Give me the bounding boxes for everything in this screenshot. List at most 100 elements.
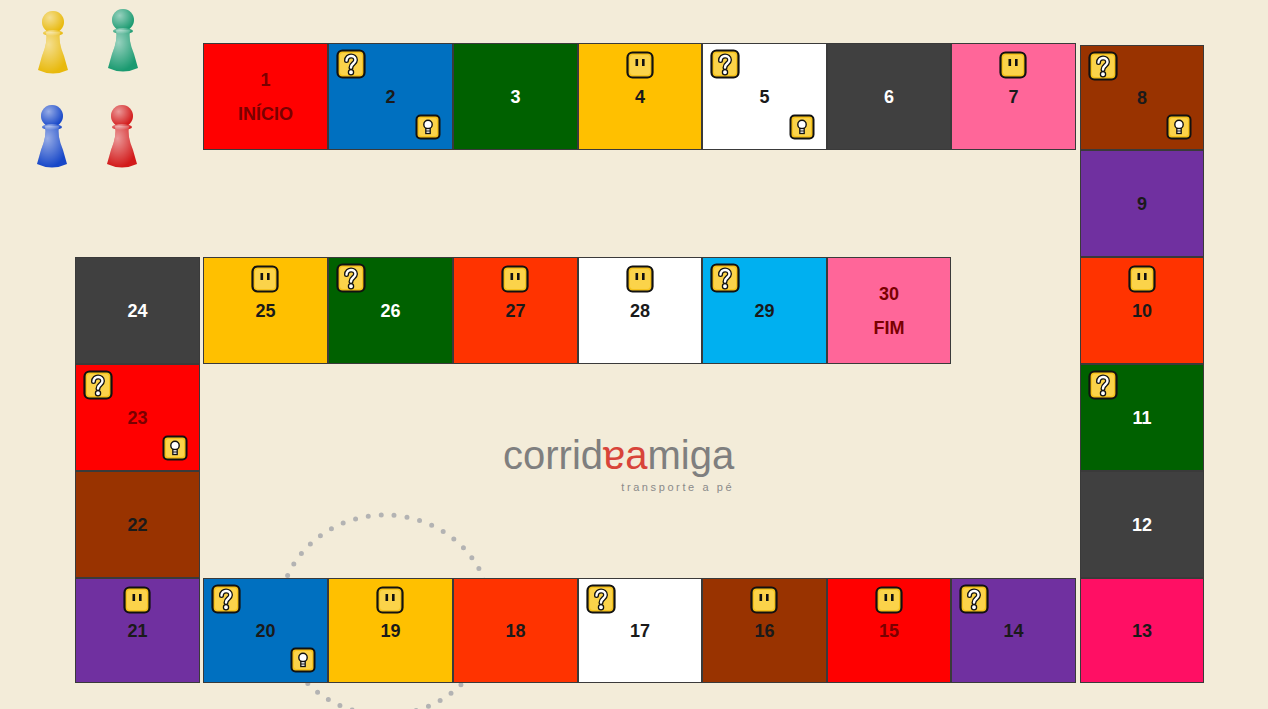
question-icon	[1090, 372, 1117, 399]
green-pawn	[108, 9, 138, 72]
board-square: 25	[203, 257, 328, 364]
square-number: 4	[635, 86, 645, 108]
board-square: 2	[328, 43, 453, 150]
board-square: 26	[328, 257, 453, 364]
square-number: 24	[127, 300, 147, 322]
square-number: 25	[255, 300, 275, 322]
blue-pawn	[37, 105, 67, 168]
square-number: 17	[630, 620, 650, 642]
logo-wordmark: corridɐamiga	[503, 432, 734, 478]
question-icon	[588, 586, 615, 613]
board-square: 19	[328, 578, 453, 683]
logo-text: ɐa	[603, 433, 648, 477]
board-square: 16	[702, 578, 827, 683]
question-icon	[961, 586, 988, 613]
square-number: 9	[1137, 193, 1147, 215]
bulb-icon	[292, 649, 315, 672]
question-icon	[1090, 53, 1117, 80]
board-square: 3	[453, 43, 578, 150]
board-square: 21	[75, 578, 200, 683]
face-icons	[125, 53, 1155, 613]
square-number: 15	[879, 620, 899, 642]
board-square: 22	[75, 471, 200, 578]
square-number: 28	[630, 300, 650, 322]
board-square: 10	[1080, 257, 1204, 364]
board-square: 7	[951, 43, 1076, 150]
bulb-icon	[164, 437, 187, 460]
square-number: 8	[1137, 87, 1147, 109]
board-square: 17	[578, 578, 702, 683]
yellow-pawn	[38, 11, 68, 74]
board-square: 6	[827, 43, 951, 150]
red-pawn	[107, 105, 137, 168]
square-label: FIM	[874, 317, 905, 339]
square-label: INÍCIO	[238, 103, 293, 125]
square-number: 16	[754, 620, 774, 642]
board-square: 11	[1080, 364, 1204, 471]
board-square: 14	[951, 578, 1076, 683]
face-icon	[1001, 53, 1026, 78]
face-icon	[628, 53, 653, 78]
square-number: 23	[127, 407, 147, 429]
square-number: 22	[127, 514, 147, 536]
logo: corridɐamiga transporte a pé	[503, 432, 734, 494]
board-square: 5	[702, 43, 827, 150]
face-icon	[1130, 267, 1155, 292]
board-square: 24	[75, 257, 200, 364]
board-square: 1INÍCIO	[203, 43, 328, 150]
board-square: 18	[453, 578, 578, 683]
square-number: 26	[380, 300, 400, 322]
question-icon	[712, 265, 739, 292]
board-square: 30FIM	[827, 257, 951, 364]
square-number: 14	[1003, 620, 1023, 642]
square-number: 20	[255, 620, 275, 642]
face-icon	[752, 588, 777, 613]
bulb-icon	[1168, 116, 1191, 139]
board-square: 29	[702, 257, 827, 364]
board-square: 9	[1080, 150, 1204, 257]
square-number: 13	[1132, 620, 1152, 642]
face-icon	[125, 588, 150, 613]
board-square: 28	[578, 257, 702, 364]
square-number: 29	[754, 300, 774, 322]
face-icon	[378, 588, 403, 613]
square-number: 3	[510, 86, 520, 108]
face-icon	[628, 267, 653, 292]
question-icon	[213, 586, 240, 613]
face-icon	[253, 267, 278, 292]
board-square: 15	[827, 578, 951, 683]
face-icon	[503, 267, 528, 292]
square-number: 30	[879, 283, 899, 305]
logo-text: miga	[648, 433, 735, 477]
logo-tagline: transporte a pé	[503, 480, 734, 494]
square-number: 11	[1132, 407, 1151, 429]
board-square: 13	[1080, 578, 1204, 683]
face-icon	[877, 588, 902, 613]
board-square: 27	[453, 257, 578, 364]
square-number: 12	[1132, 514, 1152, 536]
square-number: 2	[385, 86, 395, 108]
board-square: 12	[1080, 471, 1204, 578]
question-icon	[338, 51, 365, 78]
square-number: 27	[505, 300, 525, 322]
logo-text: corrid	[503, 433, 603, 477]
square-number: 6	[884, 86, 894, 108]
bulb-icons	[164, 116, 1191, 672]
question-icon	[712, 51, 739, 78]
square-number: 7	[1008, 86, 1018, 108]
square-number: 5	[759, 86, 769, 108]
square-number: 1	[260, 69, 270, 91]
board-square: 20	[203, 578, 328, 683]
question-icon	[338, 265, 365, 292]
board-square: 8	[1080, 45, 1204, 150]
question-icon	[85, 372, 112, 399]
bulb-icon	[791, 116, 814, 139]
board-square: 23	[75, 364, 200, 471]
square-number: 10	[1132, 300, 1152, 322]
square-number: 21	[127, 620, 147, 642]
square-number: 18	[505, 620, 525, 642]
square-number: 19	[380, 620, 400, 642]
board-square: 4	[578, 43, 702, 150]
